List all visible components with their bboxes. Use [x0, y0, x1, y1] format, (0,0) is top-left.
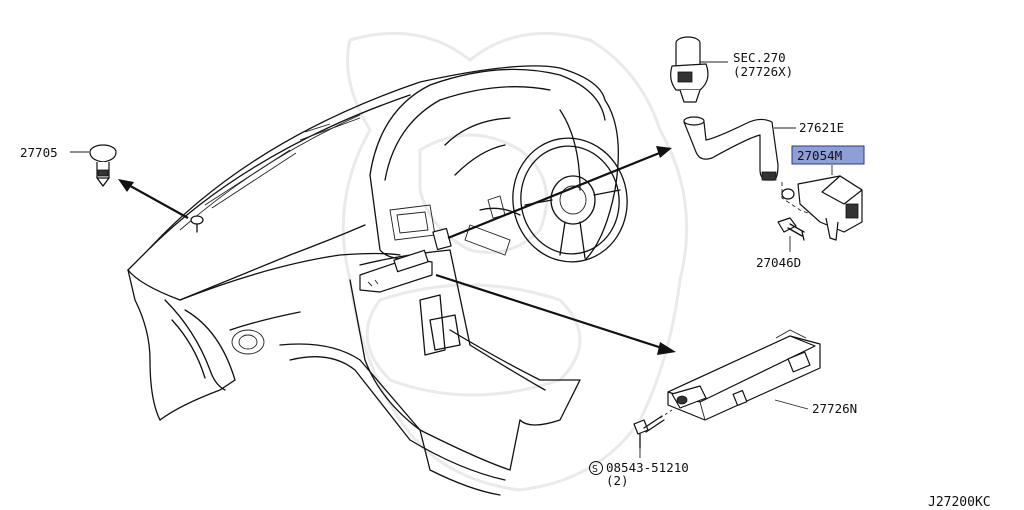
label-screw[interactable]: 08543-51210	[606, 460, 689, 475]
label-sensor[interactable]: 27054M	[797, 148, 842, 163]
instrument-panel	[127, 65, 628, 496]
label-sec-ref[interactable]: SEC.270	[733, 50, 786, 65]
sec-270-fitting	[670, 36, 728, 103]
in-situ-parts	[190, 215, 452, 293]
diagram-code: J27200KC	[928, 495, 991, 510]
bolt-part	[777, 217, 805, 252]
control-unit-part	[667, 329, 821, 421]
pointer-arrows	[118, 146, 676, 355]
screw-symbol: S	[592, 464, 598, 475]
highlight-box	[791, 145, 865, 165]
label-control-unit[interactable]: 27726N	[812, 401, 857, 416]
label-bolt-sensor[interactable]: 27046D	[756, 255, 801, 270]
screw-part	[633, 409, 673, 458]
label-sec-sub: (27726X)	[733, 64, 793, 79]
screw-symbol-circle	[589, 461, 603, 475]
label-hose[interactable]: 27621E	[799, 120, 844, 135]
label-clip[interactable]: 27705	[20, 145, 58, 160]
part-labels: SEC.270 (27726X) 27621E 27054M 27046D 27…	[20, 50, 991, 510]
sensor-part	[781, 165, 863, 241]
hose-part	[683, 116, 796, 181]
clip-part	[70, 144, 117, 187]
label-screw-qty: (2)	[606, 473, 629, 488]
